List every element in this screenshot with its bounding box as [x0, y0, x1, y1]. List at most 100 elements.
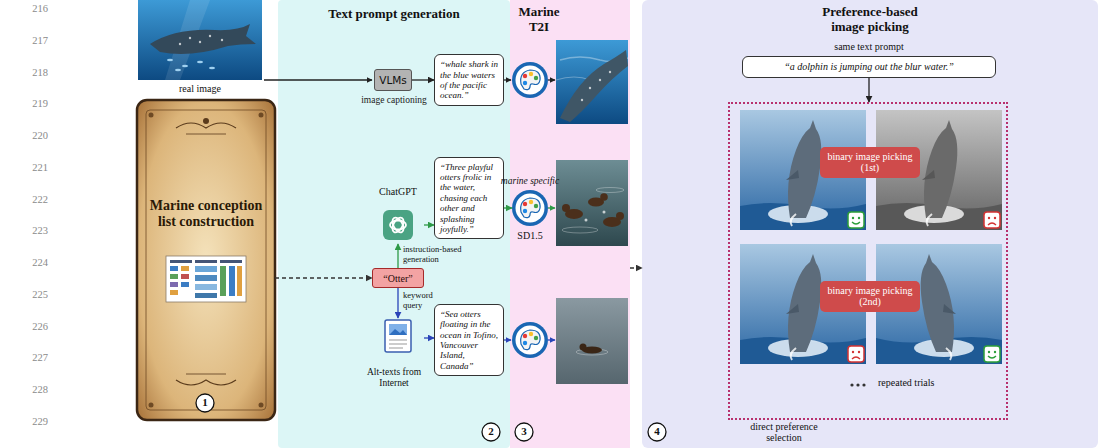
real-photo: [138, 0, 262, 80]
book-illustration: [195, 284, 217, 290]
line-number: 226: [12, 321, 48, 332]
stage-panel: Preference-based image picking“a dolphin…: [642, 0, 1098, 448]
document-icon: [389, 329, 407, 335]
label-text: same text prompt: [794, 41, 944, 52]
ellipsis-dots: [862, 383, 865, 386]
prompt-box: “a dolphin is jumping out the blur water…: [742, 56, 996, 78]
line-number: 229: [12, 416, 48, 427]
generated-photo: [562, 227, 598, 233]
book-panel: Marine conception list construction: [137, 100, 275, 420]
label-text: 2: [482, 425, 500, 439]
node-text: “Otter”: [383, 273, 412, 284]
real-photo: [221, 39, 223, 41]
book-illustration: [186, 134, 226, 135]
real-photo: [175, 69, 181, 71]
line-number: 221: [12, 162, 48, 173]
book-illustration: [137, 100, 275, 420]
picking-badge: binary image picking (2nd): [820, 281, 920, 312]
connector: [397, 244, 398, 268]
callout-circle: [648, 423, 666, 441]
real-photo: [209, 67, 215, 69]
generated-photo: [589, 87, 591, 89]
label-text: 4: [648, 425, 666, 439]
generated-photo: [580, 344, 587, 351]
line-number: 224: [12, 257, 48, 268]
book-illustration: [229, 266, 235, 296]
generated-photo: [616, 212, 624, 220]
connector: [630, 267, 642, 268]
connector: [424, 224, 434, 225]
edge-label: keyword query: [403, 291, 437, 311]
node-text: “Sea otters floating in the ocean in Tof…: [440, 309, 498, 371]
prompt-box: “Three playful otters frolic in the wate…: [434, 157, 504, 239]
short-arrows: [548, 207, 555, 208]
generated-photo: [581, 99, 583, 101]
preference-face: [848, 212, 864, 228]
node-text: Marine conception list construction: [145, 198, 267, 230]
line-number: 219: [12, 98, 48, 109]
ellipsis-dots: [850, 383, 853, 386]
book-illustration: [195, 266, 217, 272]
real-photo: [197, 61, 203, 63]
concept-box: “Otter”: [372, 268, 424, 288]
short-arrows: [504, 80, 555, 340]
connector: [868, 78, 869, 102]
generated-photo: [600, 193, 608, 201]
book-illustration: [203, 118, 209, 124]
chatgpt-logo: [383, 210, 413, 240]
prompt-box: “whale shark in the blue waters of the p…: [434, 54, 504, 105]
real-photo: [189, 37, 191, 39]
node-text: ChatGPT: [368, 186, 428, 197]
book-illustration: [237, 266, 242, 296]
line-number: 217: [12, 35, 48, 46]
node-text: Alt-texts from Internet: [360, 367, 428, 388]
label-text: real image: [150, 83, 250, 94]
short-arrows: [548, 339, 555, 340]
node-text: binary image picking (1st): [826, 151, 914, 174]
real-photo: [167, 59, 173, 61]
flow-arrow: [264, 79, 372, 80]
line-number: 218: [12, 67, 48, 78]
model-icon: [512, 322, 548, 358]
generated-photo: [603, 211, 606, 214]
connector: [397, 288, 398, 318]
generated-photo: [556, 77, 590, 80]
document-icon: [385, 320, 411, 352]
connector: [275, 277, 372, 278]
chatgpt-logo: [383, 210, 413, 240]
document-icon: [389, 344, 407, 345]
callout-circle: [482, 423, 500, 441]
line-number: 225: [12, 289, 48, 300]
real-photo: [182, 65, 188, 67]
node-text: “Three playful otters frolic in the wate…: [440, 162, 498, 234]
real-photo: [179, 43, 181, 45]
short-arrows: [504, 79, 511, 80]
book-illustration: [170, 282, 178, 287]
document-icon: [385, 320, 411, 352]
book-illustration: [176, 380, 236, 385]
document-icon: [389, 340, 407, 341]
label-text: 3: [515, 425, 533, 439]
callout-circle: [196, 394, 666, 441]
book-illustration: [186, 374, 226, 375]
generated-photo: [599, 79, 601, 81]
book-illustration: [181, 274, 189, 279]
connector: [424, 337, 434, 338]
picking-badge: binary image picking (1st): [820, 147, 920, 178]
book-illustration: [166, 256, 246, 302]
node-text: Marine T2I: [512, 5, 566, 35]
connector: [412, 79, 434, 80]
book-illustration: [170, 260, 192, 263]
stage-panel: Text prompt generationVLMsimage captioni…: [278, 0, 510, 448]
chatgpt-icon: ChatGPT: [372, 186, 424, 244]
model-box: VLMsimage captioning: [374, 69, 412, 91]
node-text: “whale shark in the blue waters of the p…: [440, 59, 498, 100]
line-number: 222: [12, 194, 48, 205]
node-text: “a dolphin is jumping out the blur water…: [749, 61, 989, 73]
stage-panel: Marine T2Imarine specificSD1.5: [510, 0, 630, 448]
book-illustration: [149, 403, 154, 408]
generated-photo: [556, 160, 628, 246]
panel-ground: [510, 0, 630, 448]
model-icon: [512, 190, 548, 226]
